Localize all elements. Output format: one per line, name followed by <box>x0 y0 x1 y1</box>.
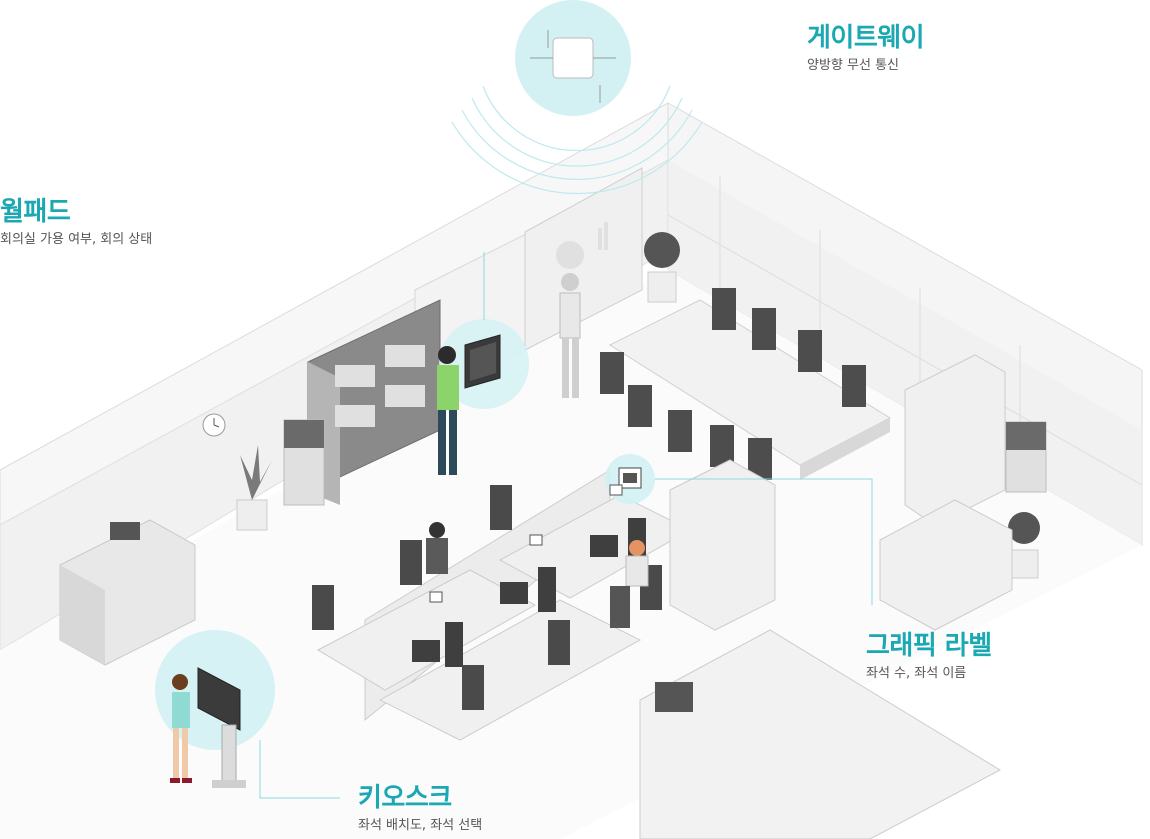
kiosk-title: 키오스크 <box>358 783 452 813</box>
kiosk-label: 키오스크 좌석 배치도, 좌석 선택 <box>358 782 482 836</box>
presentation-screen <box>524 167 643 351</box>
bookshelves <box>307 299 441 505</box>
graphic-label-highlight <box>605 454 655 504</box>
graphic-label-title: 그래픽 라벨 <box>866 631 992 661</box>
gateway-title: 게이트웨이 <box>807 23 925 53</box>
callout-lines <box>259 252 873 799</box>
filing-cabinets <box>669 354 1006 631</box>
graphic-label-label: 그래픽 라벨 좌석 수, 좌석 이름 <box>866 630 992 684</box>
copier-left <box>59 519 196 666</box>
plant-meeting-room <box>644 232 680 303</box>
wallpad-subtitle: 회의실 가용 여부, 회의 상태 <box>0 232 153 247</box>
copier-right <box>879 499 1013 631</box>
water-dispenser-right <box>1005 421 1047 493</box>
wallpad-label: 월패드 회의실 가용 여부, 회의 상태 <box>0 196 152 250</box>
gateway-device <box>451 0 703 195</box>
wallpad-highlight <box>439 319 529 409</box>
presenter-figure <box>559 273 581 398</box>
partition-labels <box>429 484 623 603</box>
kiosk-subtitle: 좌석 배치도, 좌석 선택 <box>358 818 483 833</box>
water-dispenser-left <box>283 419 325 506</box>
gateway-label: 게이트웨이 양방향 무선 통신 <box>807 22 925 76</box>
meeting-table <box>608 299 892 480</box>
wallpad-title: 월패드 <box>0 197 71 227</box>
clock-icon <box>202 413 226 437</box>
reception-counter <box>639 629 1002 839</box>
kiosk-user-figure <box>170 674 192 783</box>
wallpad-user-figure <box>437 346 459 475</box>
graphic-label-subtitle: 좌석 수, 좌석 이름 <box>866 666 967 681</box>
gateway-subtitle: 양방향 무선 통신 <box>807 58 899 73</box>
plant-left <box>236 445 272 531</box>
seated-people <box>426 522 649 628</box>
computers <box>412 518 646 667</box>
